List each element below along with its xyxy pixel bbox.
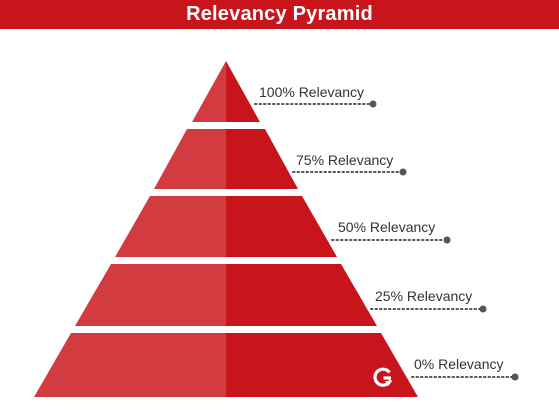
- leader-dot-25: [479, 305, 487, 313]
- tier-75-left-face: [154, 129, 226, 189]
- g-logo-icon: [373, 367, 392, 387]
- tier-label-0: 0% Relevancy: [414, 356, 504, 372]
- pyramid-tier-0: [34, 333, 418, 397]
- tier-label-75: 75% Relevancy: [296, 152, 394, 168]
- tier-100-left-face: [192, 61, 226, 122]
- pyramid-tier-75: [154, 129, 298, 189]
- tier-label-25: 25% Relevancy: [375, 288, 473, 304]
- tier-25-right-face: [226, 264, 377, 326]
- leader-dot-75: [399, 168, 407, 176]
- leader-dot-0: [511, 373, 519, 381]
- tier-50-right-face: [226, 196, 337, 257]
- pyramid-tier-50: [115, 196, 337, 257]
- tier-25-left-face: [75, 264, 226, 326]
- tier-100-right-face: [226, 61, 260, 122]
- tier-0-left-face: [34, 333, 226, 397]
- pyramid-tier-25: [75, 264, 377, 326]
- title-banner: Relevancy Pyramid: [0, 0, 559, 29]
- tier-label-50: 50% Relevancy: [338, 219, 436, 235]
- tier-0-right-face: [226, 333, 418, 397]
- tier-75-right-face: [226, 129, 298, 189]
- tier-label-100: 100% Relevancy: [259, 84, 365, 100]
- page-title: Relevancy Pyramid: [186, 3, 373, 25]
- pyramid-tier-100: [192, 61, 260, 122]
- leader-dot-100: [369, 100, 377, 108]
- leader-dot-50: [443, 236, 451, 244]
- tier-50-left-face: [115, 196, 226, 257]
